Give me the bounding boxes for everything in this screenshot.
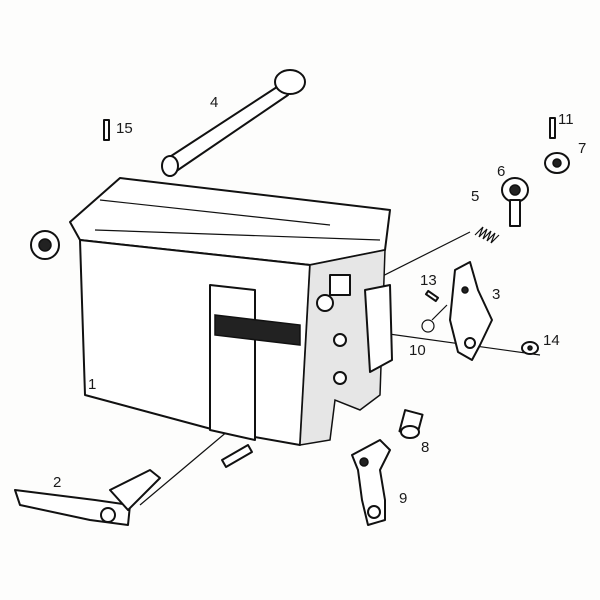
label-part-6: 6 [497, 163, 506, 180]
part-15-pin [103, 119, 110, 141]
label-part-5: 5 [471, 188, 480, 205]
part-10-spring [421, 304, 448, 333]
roll-pin [221, 444, 253, 468]
label-part-11: 11 [558, 111, 574, 128]
part-11-pin [549, 117, 556, 139]
part-5-spring [474, 226, 500, 244]
label-part-3: 3 [492, 286, 501, 303]
part-8-sleeve [398, 409, 424, 439]
label-part-7: 7 [578, 140, 587, 157]
part-9-cam [351, 439, 391, 526]
part-4-pin [161, 69, 306, 177]
label-part-14: 14 [543, 332, 560, 349]
part-1-housing [30, 177, 393, 446]
label-part-1: 1 [88, 376, 97, 393]
label-part-2: 2 [53, 474, 62, 491]
part-7-nut [544, 152, 570, 174]
label-part-13: 13 [420, 272, 437, 289]
label-part-15: 15 [116, 120, 133, 137]
part-14-washer [521, 341, 539, 355]
label-part-4: 4 [210, 94, 219, 111]
label-part-8: 8 [421, 439, 430, 456]
label-part-10: 10 [409, 342, 426, 359]
label-part-9: 9 [399, 490, 408, 507]
part-13-pin [424, 289, 440, 303]
part-6-bushing [501, 177, 529, 227]
part-3-plate [449, 261, 493, 361]
part-2-lever [14, 469, 161, 526]
